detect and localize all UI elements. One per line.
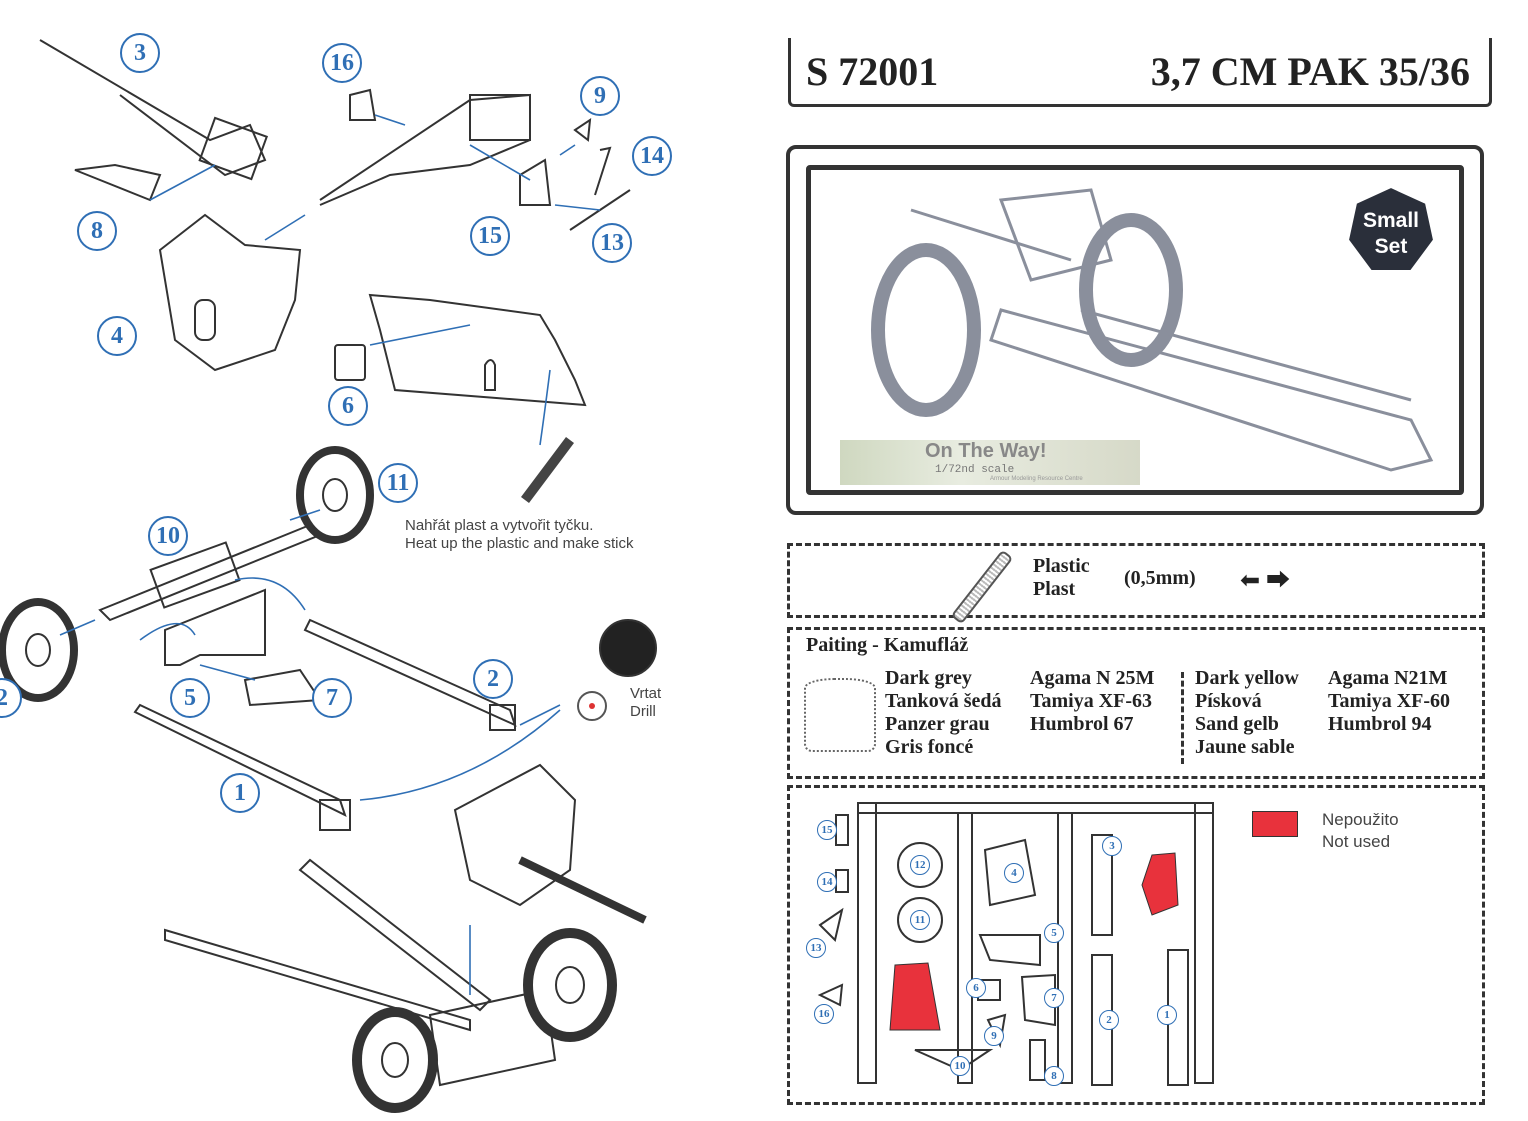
sprue-part-14: 14	[817, 872, 837, 892]
sprue-part-13: 13	[806, 938, 826, 958]
box-art-frame	[786, 145, 1484, 515]
callout-part-10: 10	[148, 516, 188, 556]
sprue-part-9: 9	[984, 1026, 1004, 1046]
badge-line-1: Small	[1363, 209, 1419, 232]
sprue-part-12: 12	[910, 855, 930, 875]
color-name: Sand gelb	[1195, 713, 1279, 735]
plastic-rod-box	[787, 543, 1485, 618]
callout-part-13: 13	[592, 223, 632, 263]
color-2-names: Dark yellow Písková Sand gelb Jaune sabl…	[1195, 667, 1299, 759]
sprue-part-15: 15	[817, 820, 837, 840]
sprue-map-box	[787, 785, 1485, 1105]
heat-note-en: Heat up the plastic and make stick	[405, 535, 634, 552]
color-1-paints: Agama N 25M Tamiya XF-63 Humbrol 67	[1030, 667, 1154, 736]
sprue-part-1: 1	[1157, 1005, 1177, 1025]
sprue-part-16: 16	[814, 1004, 834, 1024]
sprue-part-3: 3	[1102, 836, 1122, 856]
callout-part-15: 15	[470, 216, 510, 256]
drill-note: Vrtat Drill	[630, 685, 661, 721]
callout-part-16: 16	[322, 43, 362, 83]
plastic-label-cz: Plast	[1033, 578, 1076, 600]
paint-ref: Humbrol 67	[1030, 713, 1134, 735]
logo-title: On The Way!	[925, 440, 1047, 462]
paint-ref: Agama N 25M	[1030, 667, 1155, 689]
callout-part-3: 3	[120, 33, 160, 73]
not-used-swatch	[1252, 811, 1298, 837]
color-divider	[1181, 672, 1184, 764]
gun-illustration	[871, 188, 1434, 472]
callout-part-6: 6	[328, 386, 368, 426]
callout-part-11: 11	[378, 463, 418, 503]
kit-code: S 72001	[806, 49, 939, 94]
logo-sub: Armour Modeling Resource Centre	[990, 476, 1083, 482]
callout-part-1: 1	[220, 773, 260, 813]
painting-title: Paiting - Kamufláž	[806, 634, 969, 656]
color-name: Písková	[1195, 690, 1262, 712]
color-name: Gris foncé	[885, 736, 974, 758]
paint-ref: Tamiya XF-60	[1328, 690, 1451, 712]
sprue-part-2: 2	[1099, 1010, 1119, 1030]
paint-ref: Agama N21M	[1328, 667, 1448, 689]
drill-note-cz: Vrtat	[630, 685, 662, 702]
callout-part-4: 4	[97, 316, 137, 356]
paint-ref: Tamiya XF-63	[1030, 690, 1153, 712]
sprue-diagram	[817, 802, 1214, 1086]
drill-note-en: Drill	[630, 703, 656, 720]
assembly-diagram	[0, 39, 657, 1113]
not-used-en: Not used	[1322, 832, 1391, 851]
plastic-labels: Plastic Plast	[1033, 555, 1090, 601]
stretch-arrows-icon: ⬅ ⮕	[1240, 568, 1291, 594]
not-used-cz: Nepoužito	[1322, 810, 1399, 829]
callout-part-7: 7	[312, 678, 352, 718]
on-the-way-logo: On The Way! 1/72nd scale Armour Modeling…	[840, 440, 1140, 485]
sprue-part-4: 4	[1004, 863, 1024, 883]
sprue-part-5: 5	[1044, 923, 1064, 943]
color-2-paints: Agama N21M Tamiya XF-60 Humbrol 94	[1328, 667, 1450, 736]
sprue-part-8: 8	[1044, 1066, 1064, 1086]
callout-part-14: 14	[632, 136, 672, 176]
heat-note: Nahřát plast a vytvořit tyčku. Heat up t…	[405, 517, 633, 553]
sprue-part-10: 10	[950, 1056, 970, 1076]
color-name: Dark yellow	[1195, 667, 1299, 689]
heat-note-cz: Nahřát plast a vytvořit tyčku.	[405, 517, 594, 534]
color-name: Panzer grau	[885, 713, 990, 735]
color-1-names: Dark grey Tanková šedá Panzer grau Gris …	[885, 667, 1002, 759]
painting-box	[787, 627, 1485, 779]
title-box	[788, 38, 1492, 107]
callout-part-8: 8	[77, 211, 117, 251]
plastic-label-en: Plastic	[1033, 555, 1090, 577]
callout-part-9: 9	[580, 76, 620, 116]
sprue-part-6: 6	[966, 978, 986, 998]
sprue-part-11: 11	[910, 910, 930, 930]
sprue-part-7: 7	[1044, 988, 1064, 1008]
color-name: Tanková šedá	[885, 690, 1002, 712]
small-set-badge: Small Set	[1346, 185, 1436, 272]
not-used-legend: Nepoužito Not used	[1322, 809, 1399, 853]
plastic-size: (0,5mm)	[1124, 567, 1196, 589]
callout-part-5: 5	[170, 678, 210, 718]
color-name: Jaune sable	[1195, 736, 1295, 758]
badge-line-2: Set	[1375, 235, 1408, 258]
logo-scale: 1/72nd scale	[935, 464, 1015, 476]
paint-ref: Humbrol 94	[1328, 713, 1432, 735]
paint-can-icon	[804, 678, 876, 752]
callout-part-2: 2	[473, 659, 513, 699]
color-name: Dark grey	[885, 667, 972, 689]
kit-name: 3,7 CM PAK 35/36	[1150, 49, 1470, 94]
